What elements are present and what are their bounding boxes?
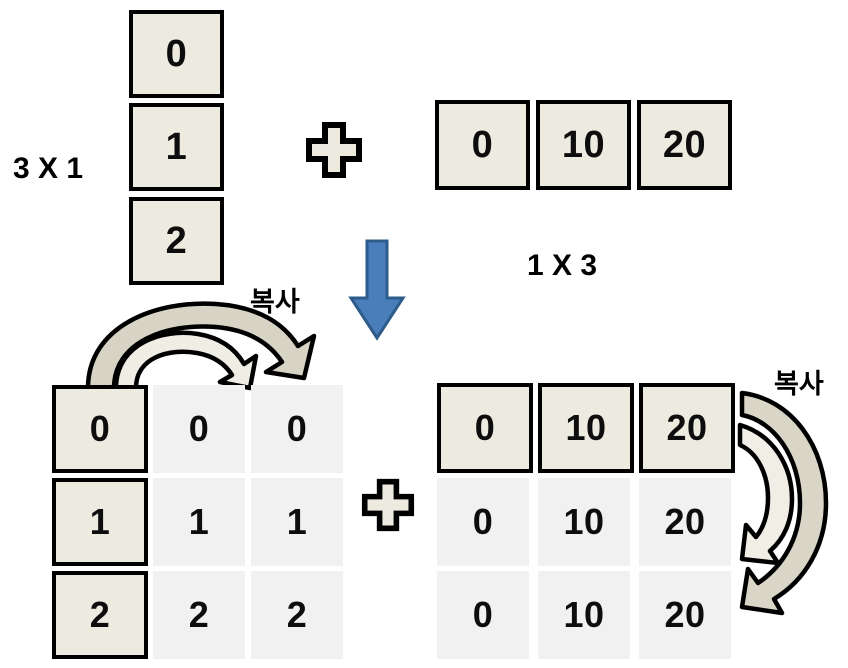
result-left-copy-cell: 0 [251,385,343,473]
result-left-copy-cell: 2 [153,571,245,659]
right-operand-cell: 10 [536,100,631,190]
right-operand-cell: 20 [637,100,732,190]
result-right-copy-cell: 20 [639,478,731,566]
copy-arrow-right-group [730,385,840,625]
result-left-source-cell: 2 [52,571,148,659]
result-right-copy-cell: 0 [437,478,529,566]
left-operand-cell: 0 [129,10,224,98]
plus-icon [361,478,415,532]
plus-icon [305,121,363,179]
result-right-source-cell: 0 [437,383,533,473]
right-operand-cell: 0 [435,100,530,190]
result-left-copy-cell: 1 [153,478,245,566]
down-arrow-icon [348,238,406,342]
result-right-copy-cell: 10 [538,478,630,566]
left-operand-cell: 2 [129,197,224,285]
copy-label-left: 복사 [250,287,300,318]
result-left-copy-cell: 2 [251,571,343,659]
result-right-copy-cell: 20 [639,571,731,659]
result-left-source-cell: 0 [52,385,148,473]
result-right-source-cell: 10 [538,383,634,473]
result-right-copy-cell: 0 [437,571,529,659]
result-left-source-cell: 1 [52,478,148,566]
left-operand-shape-label: 3 X 1 [13,152,84,185]
left-operand-cell: 1 [129,103,224,191]
result-left-copy-cell: 1 [251,478,343,566]
result-right-copy-cell: 10 [538,571,630,659]
result-left-copy-cell: 0 [153,385,245,473]
copy-label-right: 복사 [774,369,824,400]
right-operand-shape-label: 1 X 3 [527,249,598,282]
result-right-source-cell: 20 [639,383,735,473]
